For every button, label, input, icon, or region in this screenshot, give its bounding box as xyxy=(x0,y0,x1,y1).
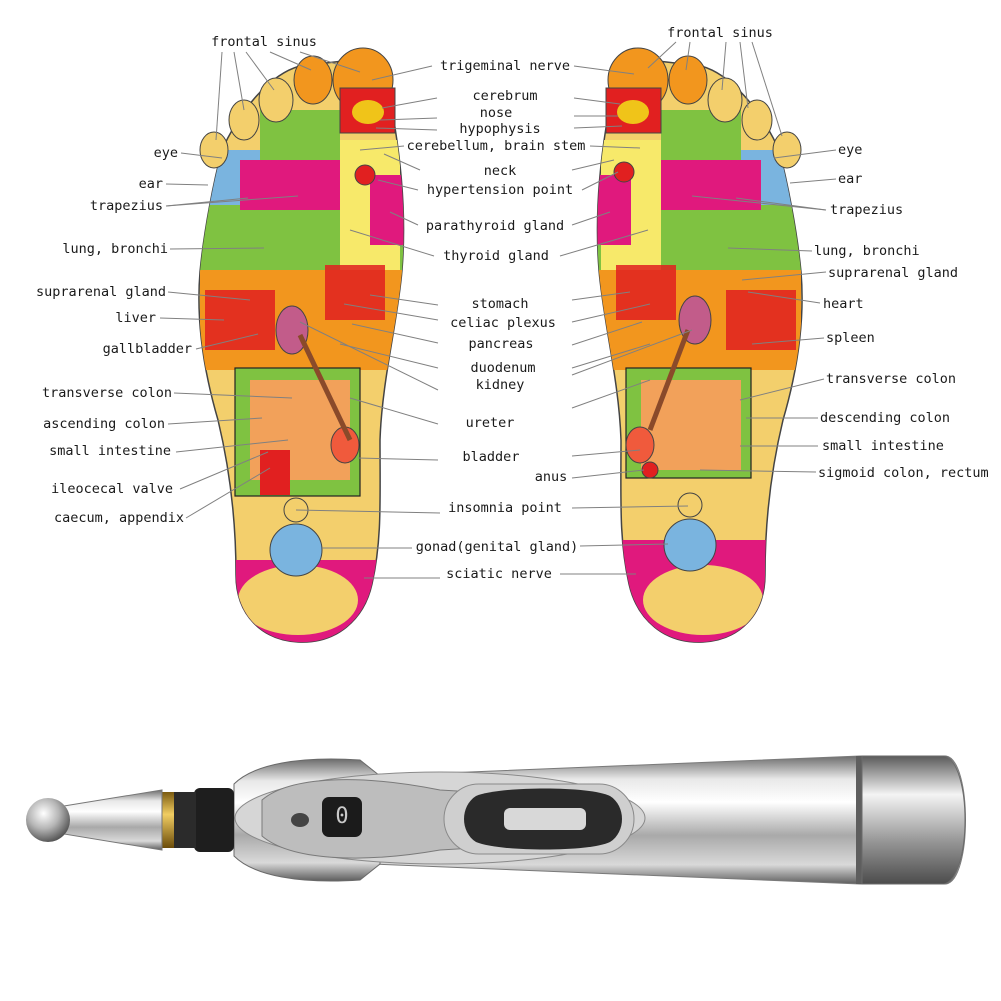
left-trapezius-label: trapezius xyxy=(89,198,163,214)
left-suprarenal-gland-label: suprarenal gland xyxy=(35,284,166,300)
left-eye-label: eye xyxy=(153,145,178,161)
parathyroid-gland-label: parathyroid gland xyxy=(425,218,565,234)
spleen-label: spleen xyxy=(826,330,875,346)
anus-label: anus xyxy=(534,469,568,485)
left-toes xyxy=(199,47,396,169)
left-ear-label: ear xyxy=(138,176,163,192)
right-trapezius-label: trapezius xyxy=(830,202,904,218)
hypophysis-label: hypophysis xyxy=(459,121,541,137)
right-eye-label: eye xyxy=(838,142,863,158)
leader-lines xyxy=(159,41,837,579)
right-lung-bronchi-label: lung, bronchi xyxy=(814,243,920,259)
left-lung-bronchi-label: lung, bronchi xyxy=(62,241,168,257)
duodenum-label: duodenum xyxy=(470,360,536,376)
left-gallbladder-label: gallbladder xyxy=(102,341,192,357)
right-toes xyxy=(605,47,802,169)
left-transverse-colon-label: transverse colon xyxy=(41,385,172,401)
celiac-plexus-label: celiac plexus xyxy=(450,315,556,331)
left-caecum-appendix-label: caecum, appendix xyxy=(53,510,184,526)
right-transverse-colon-label: transverse colon xyxy=(826,371,957,387)
gonad-label: gonad(genital gland) xyxy=(415,539,579,555)
cerebellum-brain-stem-label: cerebellum, brain stem xyxy=(406,138,586,154)
trigeminal-nerve-label: trigeminal nerve xyxy=(439,58,571,74)
hypertension-point-label: hypertension point xyxy=(426,182,574,198)
ureter-label: ureter xyxy=(465,415,515,431)
pen-digital-display: 0 xyxy=(322,797,362,837)
insomnia-point-label: insomnia point xyxy=(448,500,562,516)
left-liver-label: liver xyxy=(115,310,156,326)
left-frontal-sinus-label: frontal sinus xyxy=(211,34,317,50)
acupuncture-pen xyxy=(26,755,966,885)
neck-label: neck xyxy=(483,163,517,179)
bladder-label: bladder xyxy=(462,449,520,465)
sciatic-nerve-label: sciatic nerve xyxy=(446,566,552,582)
left-small-intestine-label: small intestine xyxy=(49,443,171,459)
left-foot xyxy=(198,47,405,643)
right-small-intestine-label: small intestine xyxy=(822,438,944,454)
cerebrum-label: cerebrum xyxy=(472,88,538,104)
thyroid-gland-label: thyroid gland xyxy=(443,248,549,264)
heart-label: heart xyxy=(823,296,864,312)
right-ear-label: ear xyxy=(838,171,863,187)
kidney-label: kidney xyxy=(475,377,525,393)
pancreas-label: pancreas xyxy=(468,336,534,352)
control-button-pad xyxy=(443,783,635,855)
nose-label: nose xyxy=(479,105,513,121)
right-foot xyxy=(596,47,803,643)
right-suprarenal-gland-label: suprarenal gland xyxy=(828,265,959,281)
left-ascending-colon-label: ascending colon xyxy=(43,416,165,432)
stomach-label: stomach xyxy=(471,296,529,312)
right-frontal-sinus-label: frontal sinus xyxy=(667,25,773,41)
descending-colon-label: descending colon xyxy=(820,410,951,426)
left-ileocecal-valve-label: ileocecal valve xyxy=(51,481,173,497)
sigmoid-colon-rectum-label: sigmoid colon, rectum xyxy=(818,465,989,481)
